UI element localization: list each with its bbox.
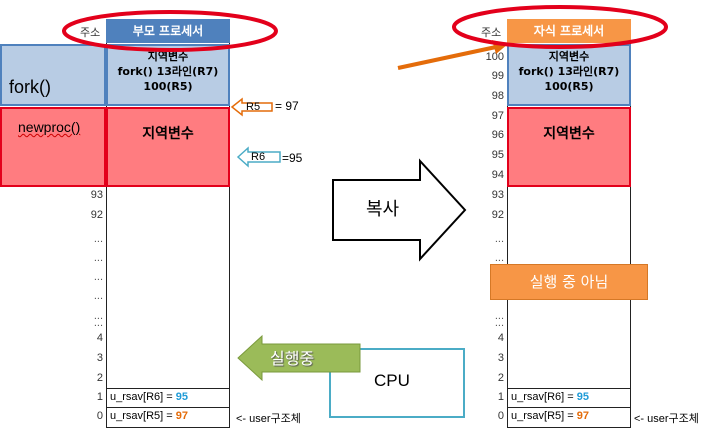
child-rsav-r6: u_rsav[R6] = 95	[511, 391, 589, 403]
address-93: 93	[90, 189, 103, 201]
parent-rsav-r6: u_rsav[R6] = 95	[110, 391, 188, 403]
address-ellipsisellipsisellipsis: ...	[494, 317, 504, 329]
rsav-r6-text: u_rsav[R6] =	[110, 391, 176, 403]
not-running-label: 실행 중 아님	[529, 273, 609, 291]
address-98: 98	[491, 90, 504, 102]
rsav-r5-text: u_rsav[R5] =	[110, 410, 176, 422]
child-rsav-r5: u_rsav[R5] = 97	[511, 410, 589, 422]
parent-header-highlight-ellipse	[62, 10, 278, 52]
fork-frame-block	[0, 44, 106, 106]
address-97: 97	[491, 110, 504, 122]
address-4: 4	[96, 332, 103, 344]
address-92: 92	[90, 209, 103, 221]
address-1: 1	[497, 391, 504, 403]
address-ellipsisellipsisellipsis: ...	[93, 233, 103, 245]
child-user-struct-label: <- user구조체	[634, 413, 699, 425]
rsav-r6-value: 95	[175, 391, 188, 403]
local-variable-label: 지역변수	[543, 126, 595, 142]
rsav-r5-value: 97	[576, 410, 589, 422]
address-100: 100	[485, 51, 504, 63]
blue-line-2: fork() 13라인(R7)	[117, 65, 219, 78]
running-label: 실행중	[270, 349, 315, 368]
address-96: 96	[491, 129, 504, 141]
address-ellipsisellipsisellipsis: ...	[494, 233, 504, 245]
child-rsav-divider-1	[507, 388, 631, 389]
address-3: 3	[96, 352, 103, 364]
address-1: 1	[96, 391, 103, 403]
address-ellipsisellipsisellipsis: ...	[93, 317, 103, 329]
address-ellipsisellipsisellipsis: ...	[93, 290, 103, 302]
address-ellipsisellipsisellipsis: ...	[93, 252, 103, 264]
address-ellipsisellipsisellipsis: ...	[93, 310, 103, 322]
r6-arrow-icon	[236, 146, 281, 168]
local-variable-label: 지역변수	[142, 126, 194, 142]
address-2: 2	[96, 372, 103, 384]
child-blue-frame: 지역변수 fork() 13라인(R7) 100(R5)	[507, 44, 631, 106]
address-0: 0	[497, 410, 504, 422]
address-0: 0	[96, 410, 103, 422]
newproc-frame-block	[0, 107, 106, 187]
r6-value: =95	[282, 151, 303, 165]
rsav-r6-value: 95	[576, 391, 589, 403]
parent-rsav-r5: u_rsav[R5] = 97	[110, 410, 188, 422]
address-label: 주소	[80, 27, 101, 39]
blue-line-1: 지역변수	[548, 50, 590, 63]
not-running-badge: 실행 중 아님	[490, 264, 648, 300]
cpu-label: CPU	[374, 371, 410, 390]
blue-line-3: 100(R5)	[143, 80, 193, 93]
fork-label: fork()	[9, 77, 51, 97]
child-rsav-divider-2	[507, 407, 631, 408]
parent-blue-frame: 지역변수 fork() 13라인(R7) 100(R5)	[106, 44, 230, 106]
address-99: 99	[491, 70, 504, 82]
blue-line-3: 100(R5)	[544, 80, 594, 93]
r5-arrow-icon	[230, 97, 273, 117]
address-2: 2	[497, 372, 504, 384]
rsav-r6-text: u_rsav[R6] =	[511, 391, 577, 403]
parent-red-frame: 지역변수	[106, 107, 230, 187]
newproc-label: newproc()	[18, 119, 81, 135]
address-93: 93	[491, 189, 504, 201]
running-arrow-icon	[237, 334, 361, 382]
parent-process-header: 부모 프로세서	[106, 19, 230, 43]
parent-rsav-divider-1	[106, 388, 230, 389]
address-94: 94	[491, 169, 504, 181]
rsav-r5-text: u_rsav[R5] =	[511, 410, 577, 422]
blue-line-2: fork() 13라인(R7)	[518, 65, 620, 78]
child-header-highlight-ellipse	[452, 5, 668, 49]
address-92: 92	[491, 209, 504, 221]
address-3: 3	[497, 352, 504, 364]
child-process-header: 자식 프로세서	[507, 19, 631, 43]
copy-label: 복사	[366, 199, 400, 220]
rsav-r5-value: 97	[175, 410, 188, 422]
blue-line-1: 지역변수	[147, 50, 189, 63]
address-ellipsisellipsisellipsis: ...	[494, 252, 504, 264]
address-4: 4	[497, 332, 504, 344]
parent-rsav-divider-2	[106, 407, 230, 408]
child-red-frame: 지역변수	[507, 107, 631, 187]
address-ellipsisellipsisellipsis: ...	[93, 271, 103, 283]
r6-label: R6	[251, 151, 266, 163]
copy-arrow-icon	[332, 158, 467, 262]
parent-user-struct-label: <- user구조체	[236, 413, 301, 425]
r5-label: R5	[246, 101, 261, 113]
address-label: 주소	[481, 27, 502, 39]
address-95: 95	[491, 149, 504, 161]
address-ellipsisellipsisellipsis: ...	[494, 310, 504, 322]
r5-value: = 97	[275, 99, 299, 113]
